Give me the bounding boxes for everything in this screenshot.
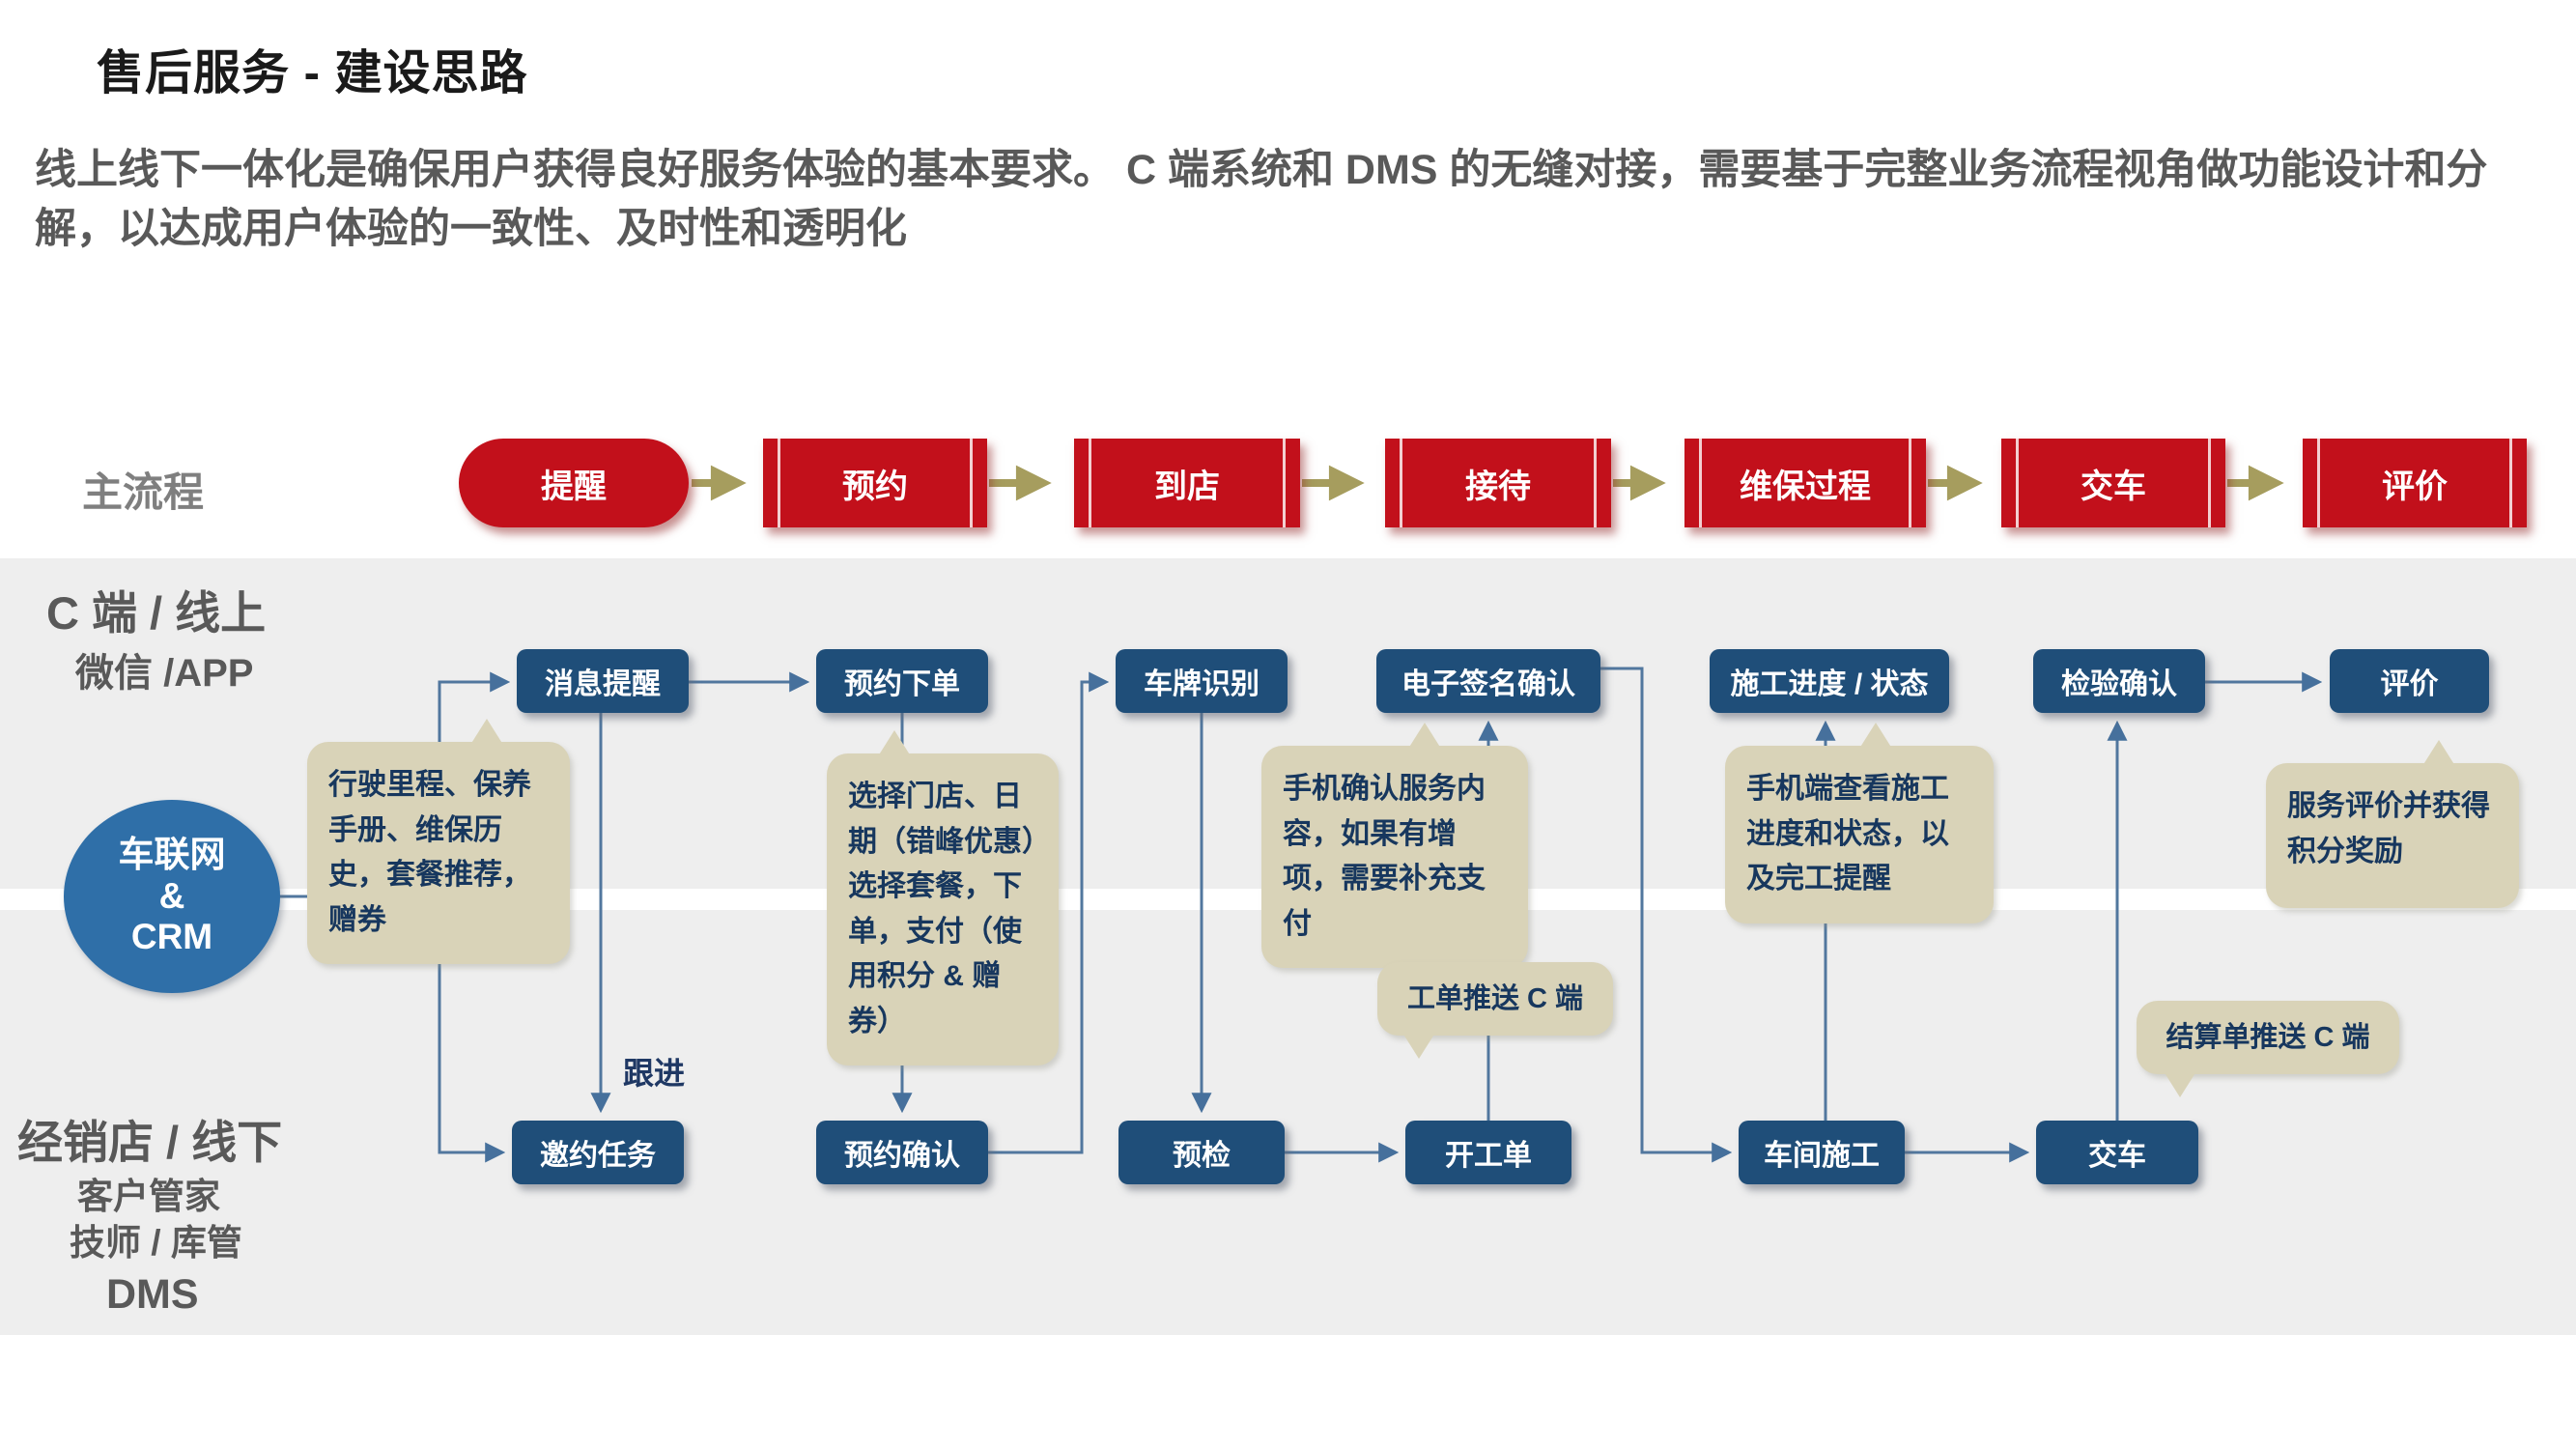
note-store-date-package: 选择门店、日期（错峰优惠）选择套餐，下单，支付（使用积分 & 赠券）	[827, 730, 1059, 1065]
main-step-evaluation: 评价	[2303, 439, 2527, 527]
main-step-maintenance: 维保过程	[1684, 439, 1926, 527]
callout-tail-down-icon	[2164, 1071, 2196, 1097]
node-precheck: 预检	[1118, 1121, 1285, 1184]
node-booking-order: 预约下单	[816, 649, 988, 713]
note-mobile-view-progress: 手机端查看施工进度和状态，以及完工提醒	[1725, 723, 1994, 923]
node-workshop: 车间施工	[1739, 1121, 1905, 1184]
node-progress-status: 施工进度 / 状态	[1710, 649, 1949, 713]
connector-hub-invite	[438, 896, 506, 1163]
node-work-order: 开工单	[1405, 1121, 1571, 1184]
main-flow-label: 主流程	[82, 469, 205, 515]
callout-settlement-push: 结算单推送 C 端	[2137, 1001, 2399, 1097]
callout-tail-up-icon	[469, 719, 503, 745]
note-mobile-confirm-service: 手机确认服务内容，如果有增项，需要补充支付	[1261, 723, 1528, 968]
main-step-reception: 接待	[1385, 439, 1611, 527]
note-text: 行驶里程、保养手册、维保历史，套餐推荐，赠券	[328, 769, 531, 936]
hub-circle-telematics-crm: 车联网 & CRM	[64, 800, 280, 993]
node-invite-task: 邀约任务	[512, 1121, 684, 1184]
main-step-reminder: 提醒	[459, 439, 689, 527]
note-text: 手机端查看施工进度和状态，以及完工提醒	[1746, 773, 1949, 895]
callout-workorder-push: 工单推送 C 端	[1377, 962, 1613, 1059]
lane-offline-title: 经销店 / 线下	[17, 1117, 283, 1168]
callout-tail-up-icon	[1859, 723, 1892, 749]
note-text: 选择门店、日期（错峰优惠）选择套餐，下单，支付（使用积分 & 赠券）	[848, 781, 1036, 1037]
callout-tail-down-icon	[1402, 1033, 1435, 1059]
callout-tail-up-icon	[1407, 723, 1441, 749]
connector-bookingconfirm-plate	[988, 671, 1110, 1154]
edge-label-followup: 跟进	[623, 1056, 686, 1091]
node-message-reminder: 消息提醒	[517, 649, 689, 713]
intro-text: 线上线下一体化是确保用户获得良好服务体验的基本要求。 C 端系统和 DMS 的无…	[35, 147, 2488, 253]
lane-online-subtitle: 微信 /APP	[75, 652, 254, 695]
lane-offline-system-dms: DMS	[106, 1271, 199, 1318]
node-review: 评价	[2330, 649, 2489, 713]
node-esignature-confirm: 电子签名确认	[1376, 649, 1600, 713]
callout-tail-up-icon	[2422, 740, 2456, 766]
note-text: 结算单推送 C 端	[2166, 1021, 2370, 1053]
page-title: 售后服务 - 建设思路	[97, 47, 528, 99]
lane-offline-role-manager: 客户管家	[77, 1177, 220, 1216]
main-step-booking: 预约	[763, 439, 987, 527]
note-text: 手机确认服务内容，如果有增项，需要补充支付	[1283, 773, 1486, 940]
connector-esign-workshop	[1600, 667, 1733, 1163]
lane-offline-role-technician: 技师 / 库管	[70, 1223, 242, 1263]
note-text: 服务评价并获得积分奖励	[2287, 790, 2490, 867]
callout-tail-up-icon	[877, 730, 911, 756]
node-booking-confirm: 预约确认	[816, 1121, 988, 1184]
node-inspection-confirm: 检验确认	[2033, 649, 2205, 713]
main-step-arrive: 到店	[1074, 439, 1300, 527]
lane-online-title: C 端 / 线上	[46, 587, 267, 639]
node-plate-recognition: 车牌识别	[1116, 649, 1288, 713]
note-mileage-history: 行驶里程、保养手册、维保历史，套餐推荐，赠券	[307, 719, 570, 964]
main-step-delivery: 交车	[2001, 439, 2225, 527]
note-text: 工单推送 C 端	[1406, 982, 1584, 1014]
node-vehicle-delivery: 交车	[2036, 1121, 2198, 1184]
note-service-review-points: 服务评价并获得积分奖励	[2266, 740, 2519, 908]
